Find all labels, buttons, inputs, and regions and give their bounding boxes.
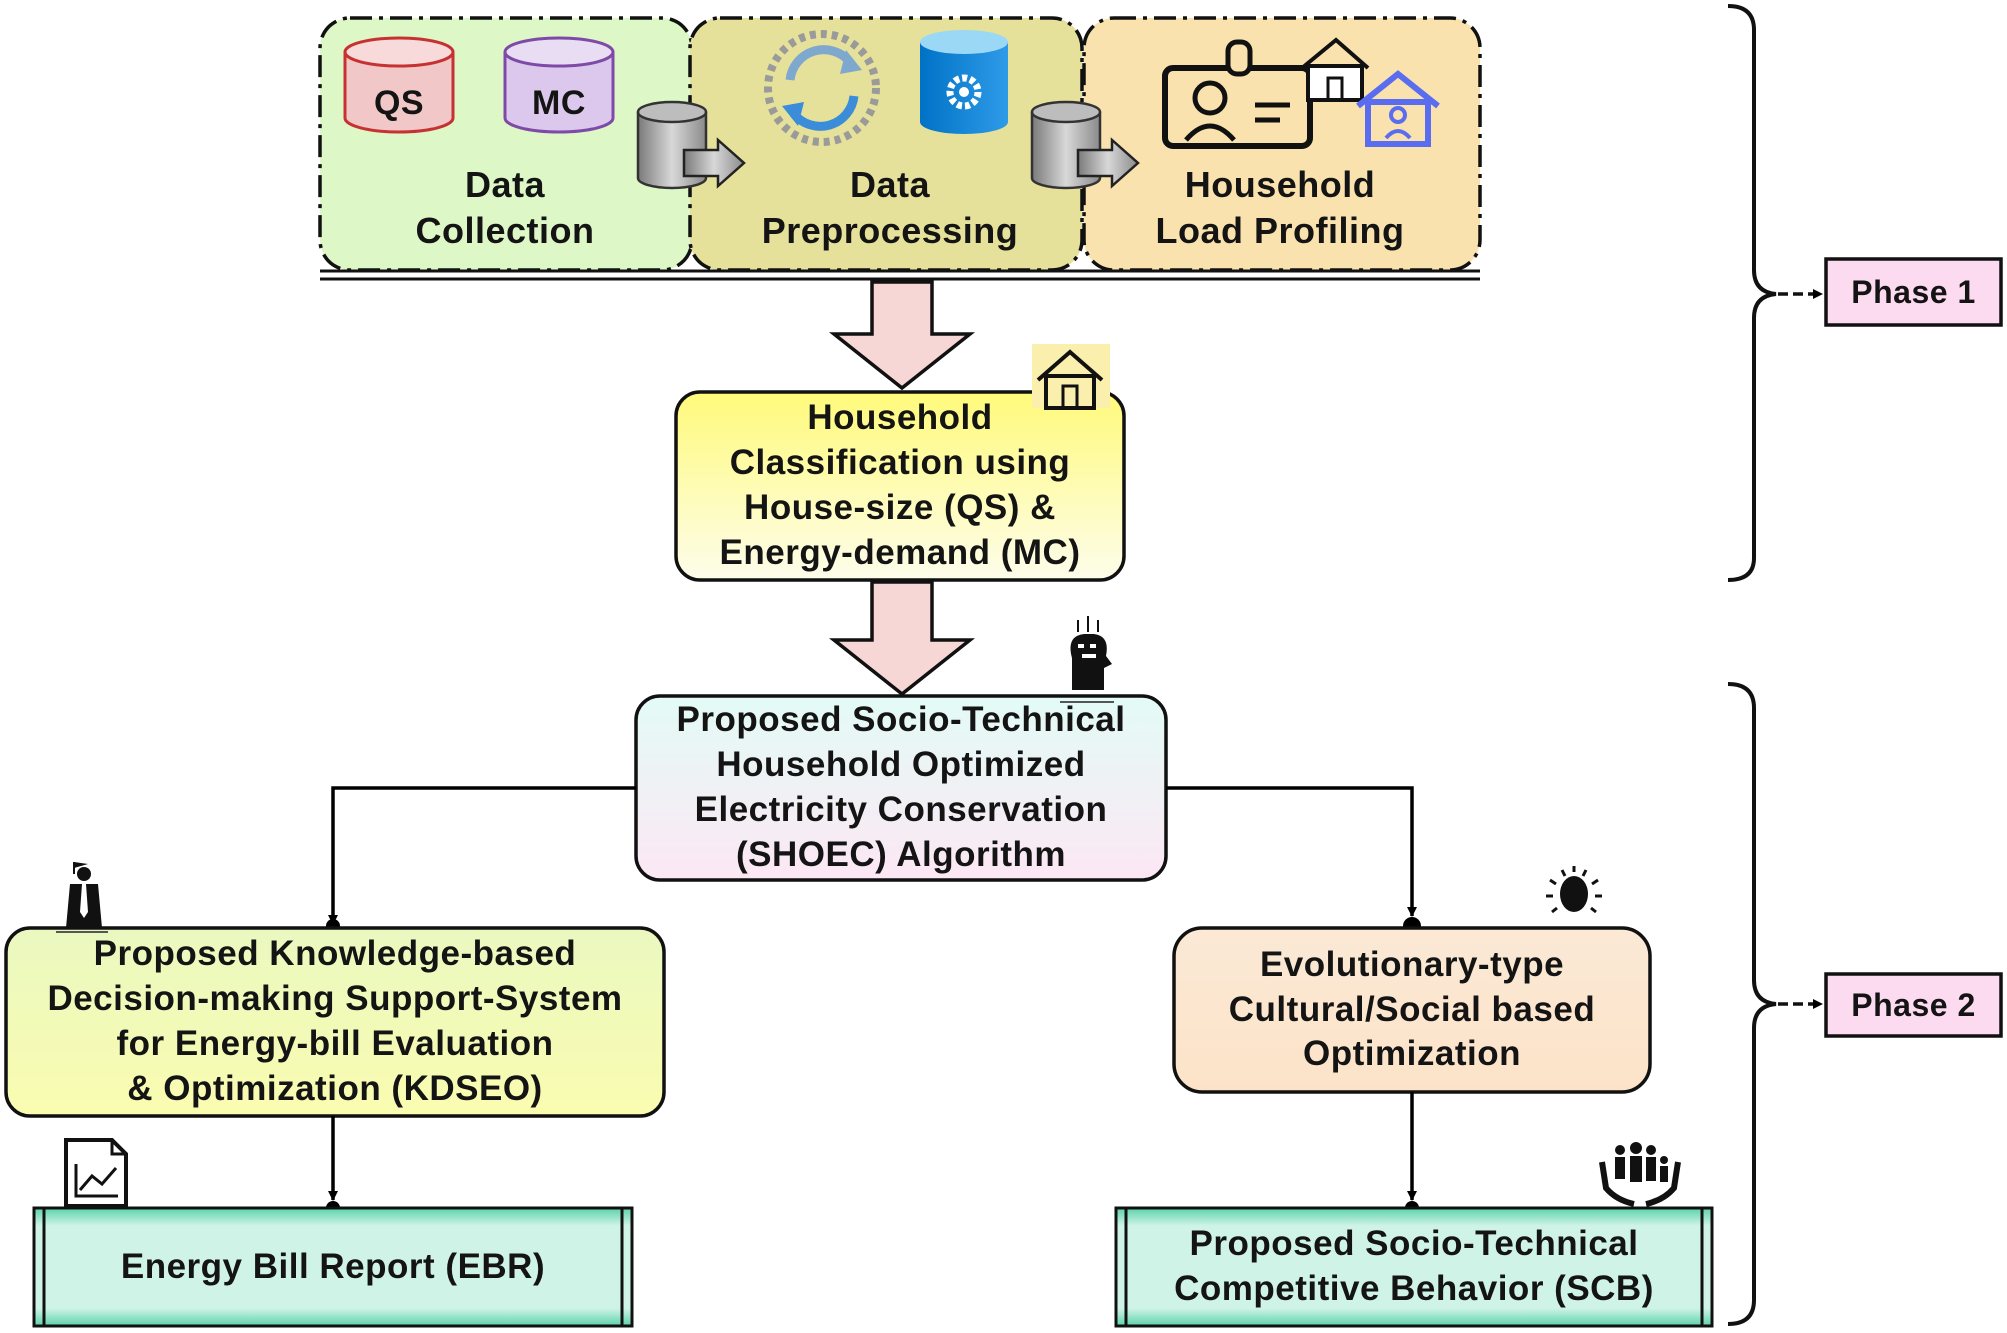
data-collection-label: Data Collection [340, 162, 670, 254]
phase-2-box [1824, 972, 2003, 1038]
kdseo-line-1: Proposed Knowledge-based [93, 934, 577, 974]
kdseo-line-3: for Energy-bill Evaluation [116, 1024, 554, 1063]
scb-line-2: Competitive Behavior (SCB) [1174, 1269, 1654, 1308]
load-profiling-label: Household Load Profiling [1100, 162, 1460, 254]
person-house-icon [1356, 70, 1440, 147]
house-icon [1032, 344, 1110, 410]
scb-label: Proposed Socio-Technical Competitive Beh… [1130, 1212, 1698, 1322]
ebr-box [32, 1206, 634, 1328]
house-icon [1300, 37, 1370, 102]
shoec-line-1: Proposed Socio-Technical [676, 700, 1126, 740]
data-preprocessing-line-2: Preprocessing [761, 210, 1019, 251]
mc-database-icon [503, 36, 615, 134]
classification-line-2: Classification using [729, 443, 1071, 483]
classification-line-4: Energy-demand (MC) [719, 532, 1081, 572]
database-gear-icon [920, 30, 1008, 134]
connector-shoec-to-evolutionary [1166, 786, 1417, 917]
businessman-icon [56, 862, 108, 933]
load-profiling-line-1: Household [1184, 163, 1376, 205]
shoec-line-4: (SHOEC) Algorithm [736, 834, 1066, 874]
id-card-icon [1162, 39, 1313, 149]
mc-database-label: MC [532, 84, 586, 123]
phase-1-brace [1727, 4, 1777, 582]
database-export-icon [636, 100, 746, 190]
classification-line-1: Household [807, 398, 993, 438]
block-arrow-to-shoec [828, 580, 976, 697]
database-export-icon [1030, 100, 1140, 190]
phase-1-label: Phase 1 [1851, 273, 1976, 310]
shoec-line-3: Electricity Conservation [694, 790, 1108, 829]
connector-shoec-to-kdseo [328, 786, 636, 925]
qs-database-label: QS [373, 84, 425, 123]
scb-box [1114, 1206, 1714, 1328]
kdseo-line-4: & Optimization (KDSEO) [127, 1068, 543, 1108]
refresh-cycle-icon [764, 30, 880, 146]
evolutionary-label: Evolutionary-type Cultural/Social based … [1180, 934, 1644, 1086]
phase-1-box [1824, 257, 2003, 327]
phase-2-brace [1727, 682, 1777, 1326]
data-collection-line-1: Data [464, 163, 545, 205]
ebr-label: Energy Bill Report (EBR) [120, 1246, 546, 1286]
load-profiling-line-2: Load Profiling [1155, 210, 1405, 251]
ai-head-icon [1060, 616, 1114, 703]
data-preprocessing-label: Data Preprocessing [720, 162, 1060, 254]
phase-2-label: Phase 2 [1851, 986, 1976, 1023]
family-hands-icon [1599, 1142, 1681, 1207]
kdseo-label: Proposed Knowledge-based Decision-making… [10, 934, 660, 1110]
evolutionary-line-3: Optimization [1303, 1034, 1521, 1074]
shoec-label: Proposed Socio-Technical Household Optim… [640, 700, 1162, 876]
evolutionary-line-2: Cultural/Social based [1228, 989, 1596, 1029]
qs-database-icon [343, 36, 455, 134]
data-collection-line-2: Collection [415, 210, 595, 251]
classification-label: Household Classification using House-siz… [680, 398, 1120, 574]
scb-line-1: Proposed Socio-Technical [1189, 1224, 1639, 1264]
classification-line-3: House-size (QS) & [744, 488, 1056, 527]
lightbulb-icon [1546, 866, 1602, 914]
report-chart-icon [64, 1138, 128, 1208]
kdseo-box [4, 926, 666, 1118]
evolutionary-line-1: Evolutionary-type [1259, 944, 1565, 984]
block-arrow-to-classification [828, 280, 976, 391]
kdseo-line-2: Decision-making Support-System [47, 979, 623, 1019]
classification-box [674, 390, 1126, 582]
shoec-line-2: Household Optimized [716, 745, 1086, 785]
data-preprocessing-line-1: Data [849, 163, 930, 205]
